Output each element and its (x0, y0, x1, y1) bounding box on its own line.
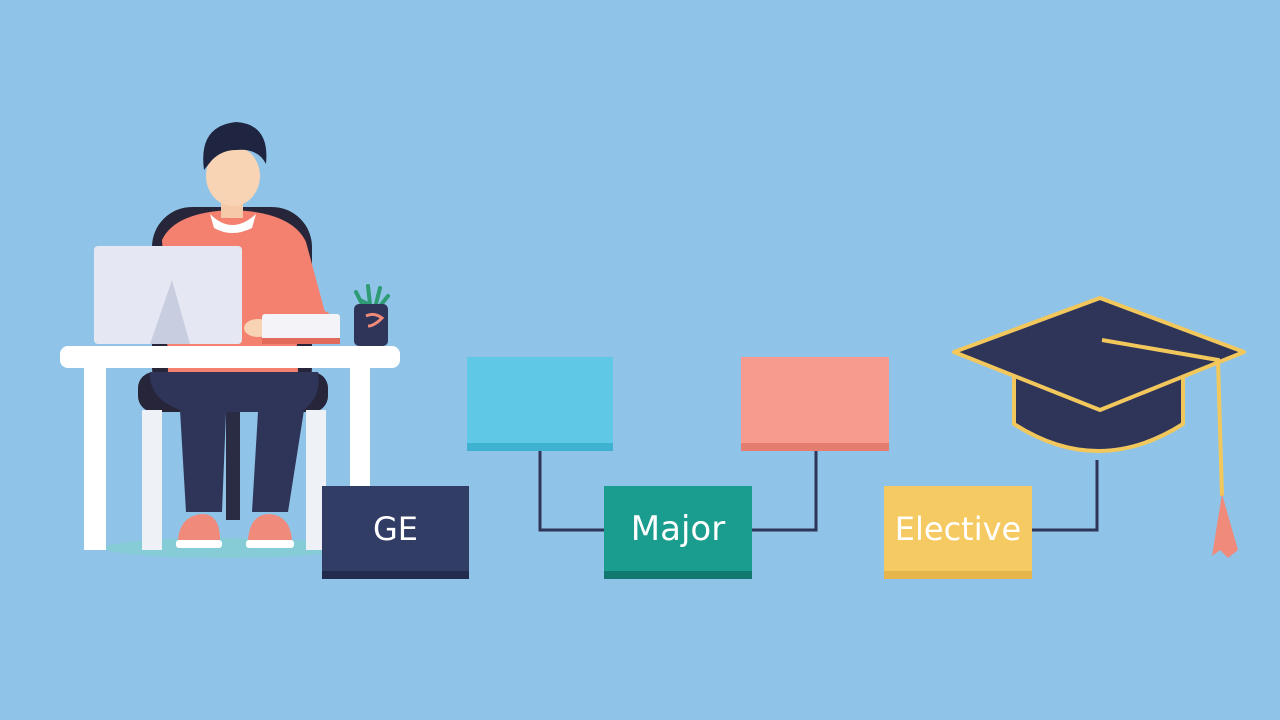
shirt-collar (210, 214, 256, 233)
plant-leaves (354, 284, 390, 308)
connector-major-to-salmon (752, 451, 818, 532)
person-hair (203, 122, 267, 170)
ge-box: GE (322, 486, 469, 579)
desk-leg-left (84, 368, 106, 550)
potted-plant-icon (354, 284, 390, 346)
person-shoe-left (178, 514, 220, 540)
chair-stem (226, 410, 240, 520)
graduation-cap-icon (952, 296, 1246, 558)
blue-box (467, 357, 613, 451)
connector-blue-to-major (538, 451, 604, 532)
desk-leg-right (350, 368, 370, 488)
monitor-icon (94, 246, 242, 344)
elective-box: Elective (884, 486, 1032, 579)
book (262, 314, 340, 344)
desk-top (60, 346, 400, 368)
major-box: Major (604, 486, 752, 579)
connector-elective-to-cap (1032, 460, 1099, 532)
book-spine (262, 338, 340, 344)
monitor-stand (150, 280, 190, 344)
chair-leg-right (306, 410, 326, 550)
elective-box-label: Elective (894, 509, 1022, 548)
person-pants (149, 372, 319, 512)
chair-leg-left (142, 410, 162, 550)
ge-box-label: GE (372, 509, 418, 548)
person-at-desk-illustration (60, 122, 400, 558)
connectors (538, 451, 1099, 532)
tassel-end (1212, 494, 1238, 558)
shoe-sole-left (176, 540, 222, 548)
person-face (206, 146, 260, 206)
shoe-sole-right (246, 540, 294, 548)
major-box-label: Major (630, 508, 726, 549)
person-shoe-right (248, 514, 292, 540)
tassel-cord (1101, 338, 1224, 497)
cap-board (952, 296, 1246, 412)
pot-decoration (365, 312, 385, 328)
salmon-box (741, 357, 889, 451)
